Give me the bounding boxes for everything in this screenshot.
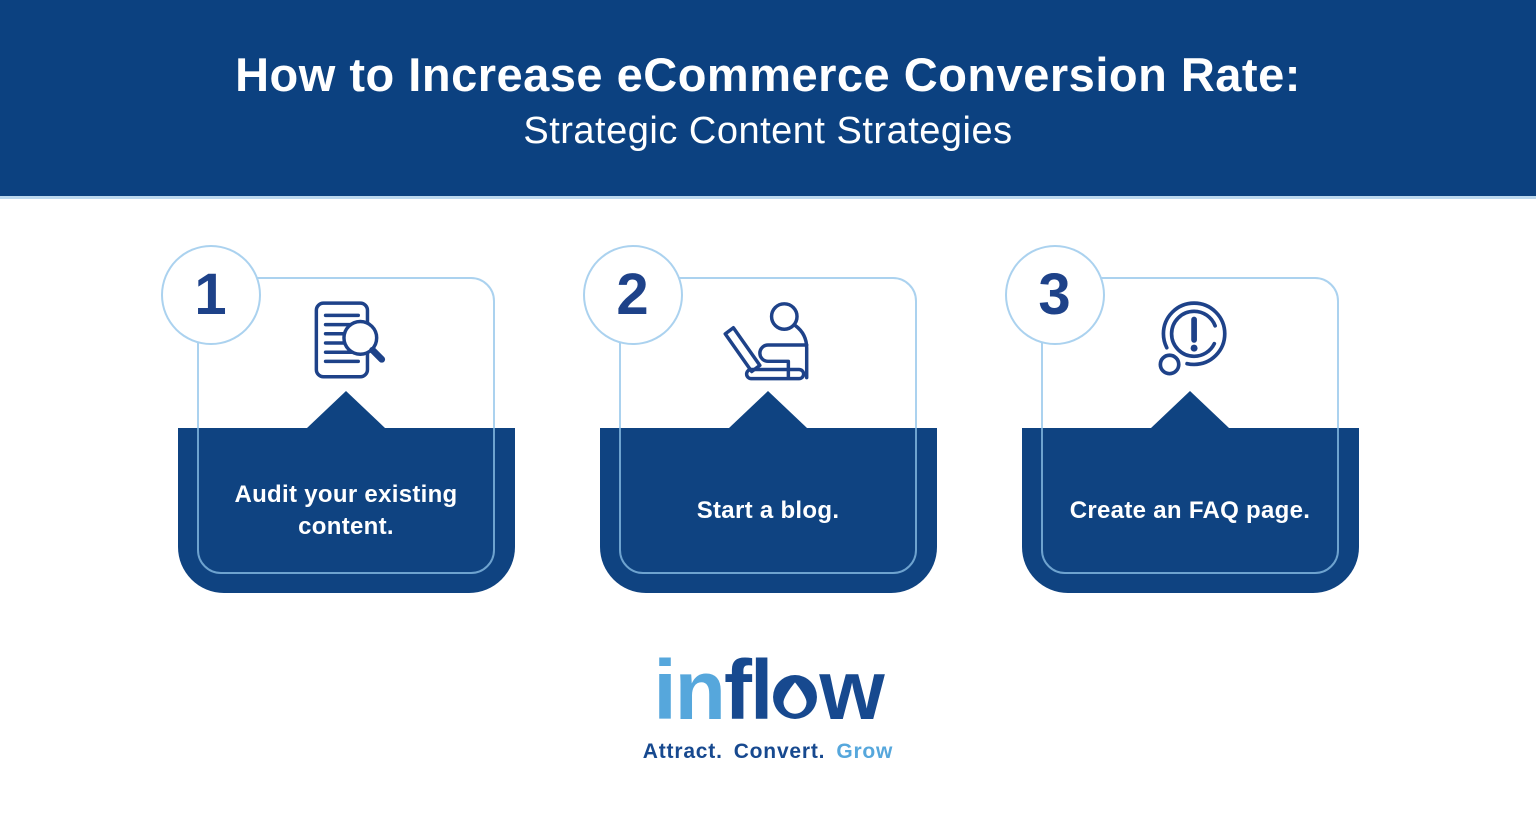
step-1-label: Audit your existing content. (234, 480, 458, 540)
water-droplet-icon (771, 657, 819, 724)
logo-text-in: in (653, 643, 726, 737)
step-number: 3 (1038, 262, 1071, 327)
header-banner: How to Increase eCommerce Conversion Rat… (0, 0, 1536, 199)
step-2-label: Start a blog. (696, 496, 840, 524)
step-2-panel: Start a blog. (599, 391, 937, 593)
person-laptop-icon (712, 297, 824, 389)
step-1-panel: Audit your existing content. (177, 391, 515, 593)
notch-triangle (1151, 391, 1229, 428)
logo-text-w: w (819, 643, 884, 737)
step-number: 1 (194, 262, 227, 327)
exclamation-bubble-icon (1144, 297, 1236, 389)
steps-row: Audit your existing content. 1 Start a b… (0, 245, 1536, 601)
page-title: How to Increase eCommerce Conversion Rat… (235, 48, 1301, 102)
step-number: 2 (616, 262, 649, 327)
step-2-number-badge: 2 (582, 245, 683, 345)
logo-tagline: Attract. Convert. Grow (643, 740, 893, 764)
step-3-number-badge: 3 (1004, 245, 1105, 345)
tagline-convert: Convert. (733, 740, 826, 764)
step-card-3: Create an FAQ page. 3 (1004, 245, 1359, 601)
document-magnifier-icon (300, 297, 392, 389)
step-card-2: Start a blog. 2 (582, 245, 937, 601)
tagline-grow: Grow (836, 740, 894, 764)
tagline-attract: Attract. (642, 740, 723, 764)
step-card-1: Audit your existing content. 1 (160, 245, 515, 601)
notch-triangle (307, 391, 385, 428)
page-subtitle: Strategic Content Strategies (523, 109, 1013, 152)
step-3-label: Create an FAQ page. (1069, 496, 1311, 524)
step-3-panel: Create an FAQ page. (1021, 391, 1359, 593)
notch-triangle (729, 391, 807, 428)
logo-text-fl: fl (724, 643, 773, 737)
step-1-number-badge: 1 (160, 245, 261, 345)
